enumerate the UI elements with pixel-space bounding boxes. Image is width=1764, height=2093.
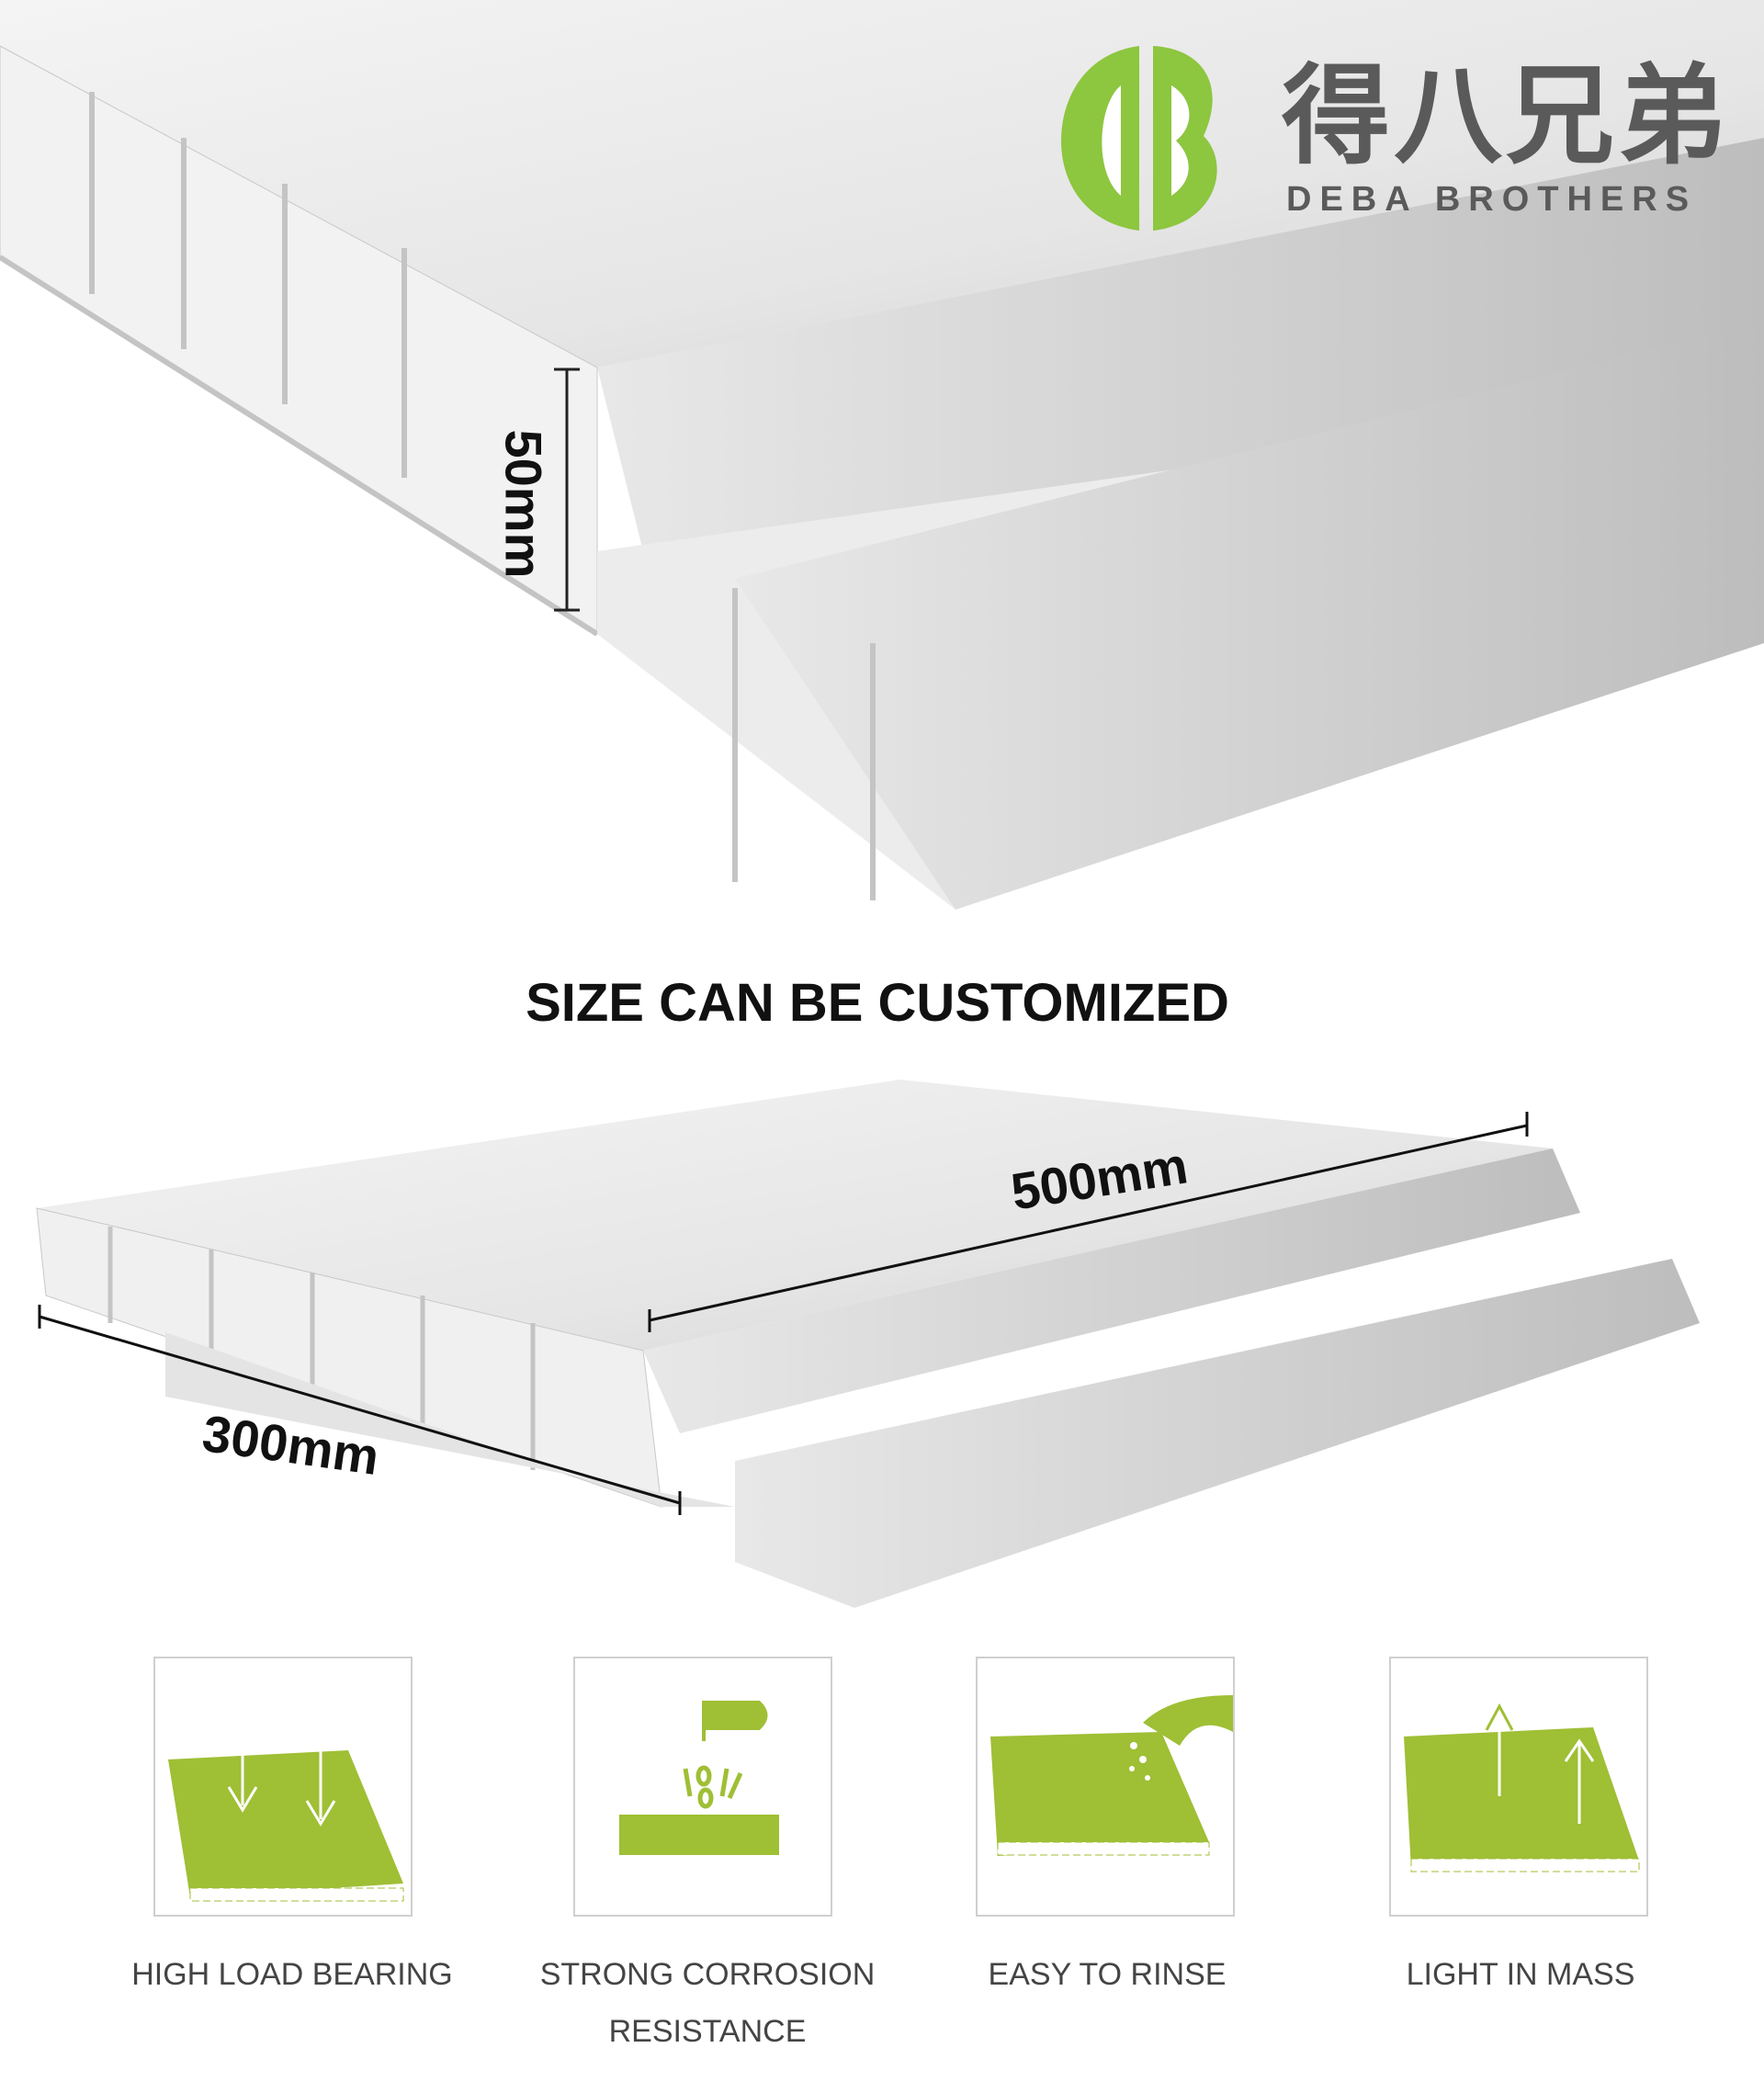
feature-card-corrosion: [573, 1657, 832, 1917]
feature-label-light-mass: LIGHT IN MASS: [1406, 1957, 1635, 1992]
feature-label-corrosion: STRONG CORROSION: [539, 1957, 876, 1992]
bottom-panel-photo: [36, 1080, 1700, 1608]
db-monogram-logo-icon: [1061, 46, 1217, 231]
feature-label-corrosion-line2: RESISTANCE: [608, 2014, 807, 2049]
corrosion-resistance-icon: [619, 1701, 779, 1855]
top-panel-photo: [0, 0, 1764, 928]
rinse-icon: [990, 1695, 1233, 1856]
feature-card-load-bearing: [153, 1657, 413, 1917]
brand-name-en: DEBA BROTHERS: [1286, 180, 1698, 219]
brand-name-cn: 得八兄弟: [1282, 56, 1731, 177]
height-dimension-label: 50mm: [494, 429, 553, 579]
feature-label-load-bearing: HIGH LOAD BEARING: [131, 1957, 453, 1992]
feature-card-rinse: [976, 1657, 1235, 1917]
load-bearing-icon: [168, 1723, 404, 1902]
headline: SIZE CAN BE CUSTOMIZED: [526, 973, 1229, 1033]
feature-card-light-mass: [1389, 1657, 1648, 1917]
feature-label-rinse: EASY TO RINSE: [988, 1957, 1227, 1992]
light-mass-icon: [1404, 1703, 1640, 1872]
